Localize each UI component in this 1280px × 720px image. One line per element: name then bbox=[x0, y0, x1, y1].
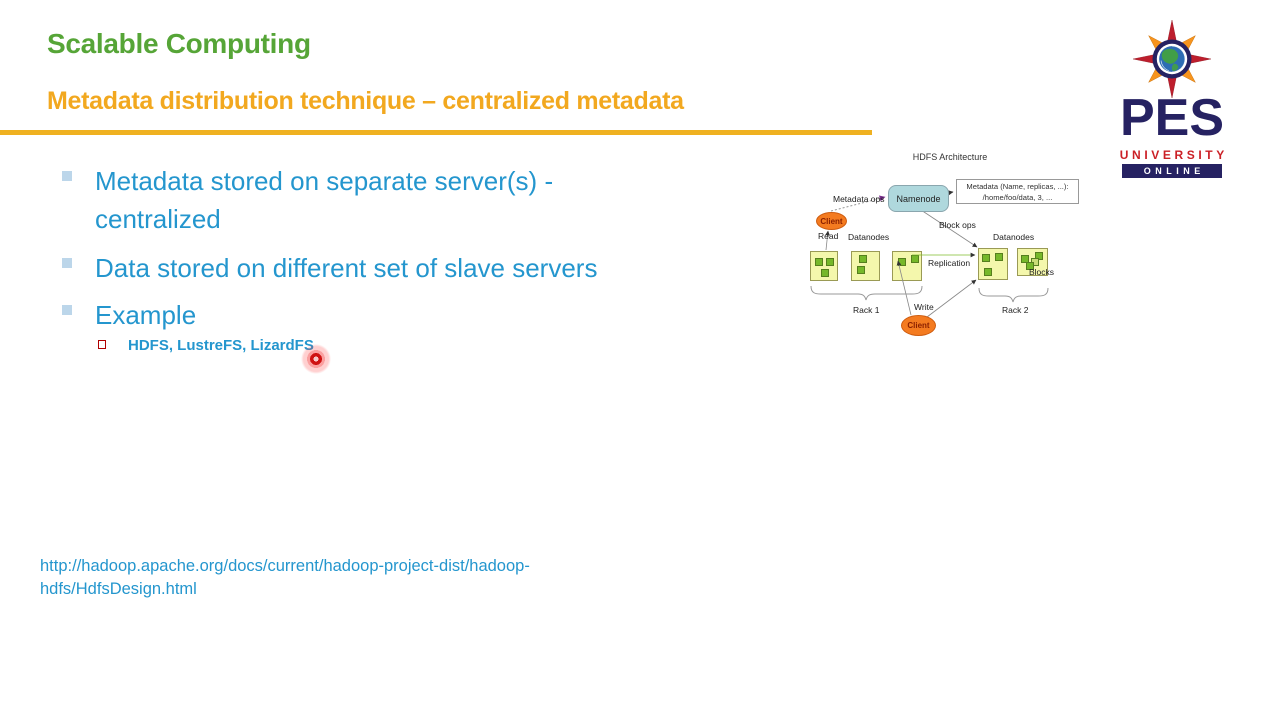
client-node-top: Client bbox=[816, 212, 847, 230]
sub-bullet-square-icon bbox=[98, 340, 106, 349]
label-datanodes-right: Datanodes bbox=[993, 232, 1035, 242]
block-icon bbox=[984, 268, 992, 276]
metadata-info-line-2: /home/foo/data, 3, ... bbox=[982, 193, 1053, 202]
label-datanodes-left: Datanodes bbox=[848, 232, 890, 242]
block-icon bbox=[815, 258, 823, 266]
sub-bullet-text: HDFS, LustreFS, LizardFS bbox=[128, 337, 314, 354]
block-icon bbox=[1021, 255, 1029, 263]
metadata-info-line-1: Metadata (Name, replicas, ...): bbox=[966, 182, 1069, 191]
namenode-box: Namenode bbox=[888, 185, 949, 212]
diagram-title: HDFS Architecture bbox=[912, 152, 988, 162]
metadata-info-box: Metadata (Name, replicas, ...): /home/fo… bbox=[956, 179, 1079, 204]
bullet-item-2: Data stored on different set of slave se… bbox=[62, 249, 597, 287]
label-rack-1: Rack 1 bbox=[853, 305, 880, 315]
block-icon bbox=[1026, 262, 1034, 270]
bullet-3-text: Example bbox=[95, 300, 197, 330]
logo-text-pes: PES bbox=[1119, 89, 1225, 147]
bullet-item-3: Example bbox=[62, 296, 196, 334]
label-metadata-ops: Metadata ops bbox=[833, 194, 885, 204]
datanode-box-4 bbox=[978, 248, 1008, 280]
bullet-square-icon bbox=[62, 305, 72, 315]
datanode-box-3 bbox=[892, 251, 922, 281]
bullet-item-1: Metadata stored on separate server(s) - … bbox=[62, 162, 553, 238]
block-icon bbox=[857, 266, 865, 274]
diagram-connector-lines bbox=[810, 189, 1049, 318]
block-icon bbox=[826, 258, 834, 266]
logo-text-university: UNIVERSITY bbox=[1119, 148, 1228, 162]
reference-url-line-2[interactable]: hdfs/HdfsDesign.html bbox=[40, 580, 197, 598]
bullet-1-line-1: Metadata stored on separate server(s) - bbox=[95, 166, 554, 196]
compass-globe-icon bbox=[1133, 20, 1211, 98]
label-block-ops: Block ops bbox=[939, 220, 976, 230]
label-replication: Replication bbox=[928, 258, 971, 268]
block-icon bbox=[982, 254, 990, 262]
block-icon bbox=[1035, 252, 1043, 260]
hdfs-architecture-diagram: HDFS Architecture bbox=[800, 148, 1100, 348]
datanode-box-2 bbox=[851, 251, 880, 281]
block-icon bbox=[859, 255, 867, 263]
label-blocks: Blocks bbox=[1029, 267, 1055, 277]
logo-online-badge: ONLINE bbox=[1122, 164, 1222, 178]
laser-pointer-dot bbox=[300, 343, 332, 375]
bullet-square-icon bbox=[62, 258, 72, 268]
label-rack-2: Rack 2 bbox=[1002, 305, 1029, 315]
label-read: Read bbox=[818, 231, 839, 241]
block-icon bbox=[821, 269, 829, 277]
block-icon bbox=[911, 255, 919, 263]
bullet-square-icon bbox=[62, 171, 72, 181]
pes-university-logo: PES UNIVERSITY ONLINE bbox=[1112, 8, 1232, 178]
divider-rule bbox=[0, 130, 872, 135]
label-write: Write bbox=[914, 302, 934, 312]
reference-url-line-1[interactable]: http://hadoop.apache.org/docs/current/ha… bbox=[40, 557, 530, 575]
datanode-box-1 bbox=[810, 251, 838, 281]
block-icon bbox=[995, 253, 1003, 261]
slide-title: Scalable Computing bbox=[47, 28, 311, 59]
bullet-2-text: Data stored on different set of slave se… bbox=[95, 253, 598, 283]
sub-bullet-item: HDFS, LustreFS, LizardFS bbox=[98, 336, 314, 355]
client-node-bottom: Client bbox=[901, 315, 936, 336]
datanode-box-5 bbox=[1017, 248, 1048, 276]
reference-url[interactable]: http://hadoop.apache.org/docs/current/ha… bbox=[40, 555, 530, 601]
slide-subtitle: Metadata distribution technique – centra… bbox=[47, 87, 684, 115]
bullet-1-line-2: centralized bbox=[95, 204, 221, 234]
